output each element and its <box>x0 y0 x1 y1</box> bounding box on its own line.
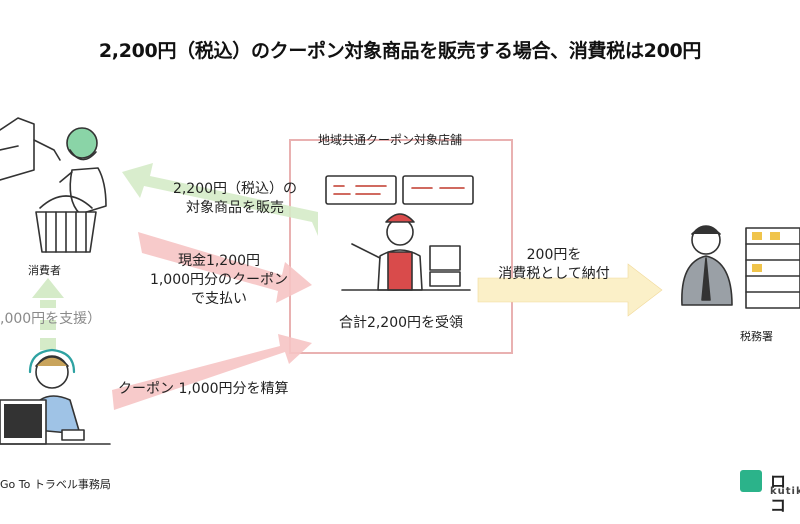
settlement-text: クーポン 1,000円分を精算 <box>118 381 289 397</box>
store-label: 地域共通クーポン対象店舗 <box>318 133 463 147</box>
payment-text-line1: 現金1,200円 <box>177 253 261 269</box>
payment-text-line2: 1,000円分のクーポン <box>149 272 289 288</box>
logo-icon <box>740 470 762 492</box>
tax-text-line1: 200円を <box>526 247 582 263</box>
store-illustration <box>325 175 474 291</box>
tax-office-label: 税務署 <box>740 330 773 343</box>
payment-text: 現金1,200円 1,000円分のクーポン で支払い <box>136 252 302 309</box>
page-title: 2,200円（税込）のクーポン対象商品を販売する場合、消費税は200円 <box>98 40 702 62</box>
sale-text-line2: 対象商品を販売 <box>186 200 284 216</box>
support-arrow <box>32 278 64 350</box>
tax-text: 200円を 消費税として納付 <box>486 246 622 284</box>
sale-text: 2,200円（税込）の 対象商品を販売 <box>160 180 310 218</box>
tax-office-illustration <box>681 225 800 309</box>
settlement-arrow <box>112 334 312 410</box>
support-text: ,000円を支援） <box>0 311 102 327</box>
tax-text-line2: 消費税として納付 <box>498 266 610 282</box>
sale-arrow <box>122 163 318 236</box>
logo-subtext: kutik <box>770 486 800 497</box>
bureau-illustration <box>0 348 111 445</box>
sale-text-line1: 2,200円（税込）の <box>172 181 298 197</box>
logo-text: ロコ <box>770 472 787 515</box>
store-box <box>289 139 513 354</box>
store-receipt: 合計2,200円を受領 <box>338 315 464 331</box>
payment-arrow <box>138 232 312 303</box>
payment-text-line3: で支払い <box>191 291 247 307</box>
bureau-label: Go To トラベル事務局 <box>0 478 111 491</box>
tax-arrow <box>477 263 663 317</box>
consumer-illustration <box>0 117 107 253</box>
consumer-label: 消費者 <box>28 264 61 277</box>
